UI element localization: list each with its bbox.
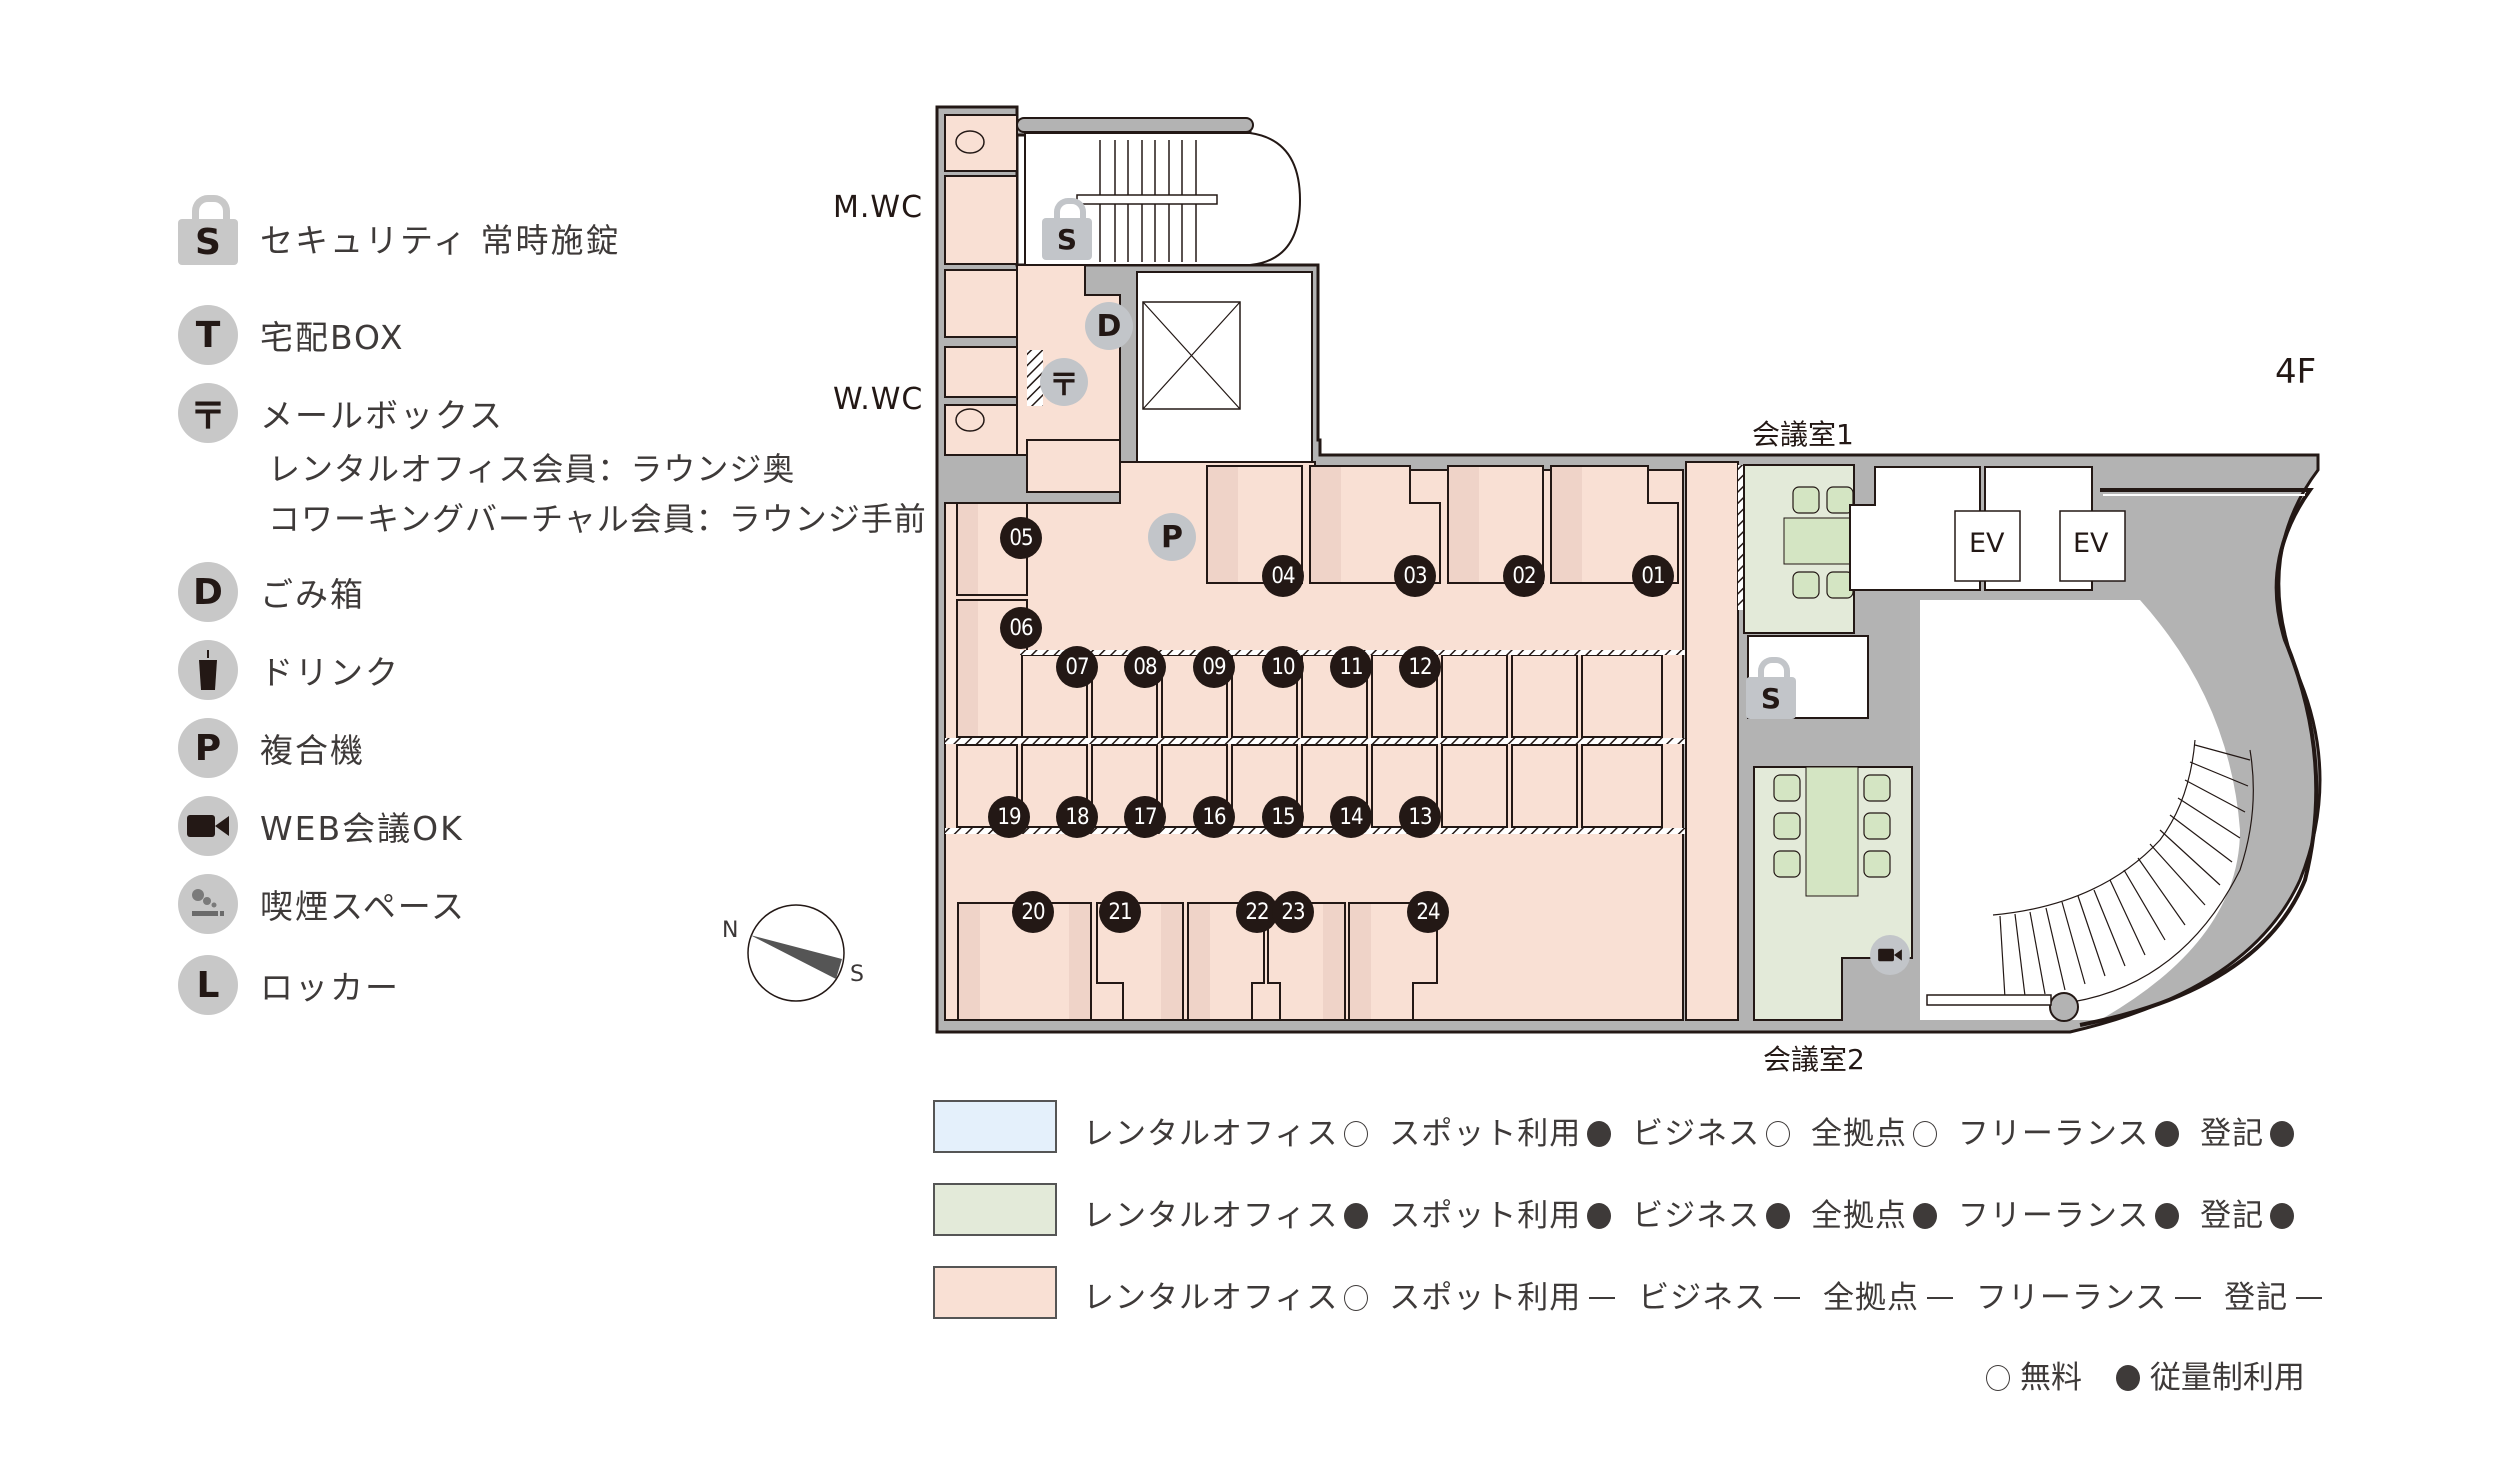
paid-circle-icon bbox=[2270, 1203, 2295, 1229]
booth-03[interactable]: 03 bbox=[1394, 555, 1436, 597]
lock-s-icon: S bbox=[1746, 677, 1796, 719]
mailbox-icon: 〒 bbox=[1040, 358, 1088, 406]
legend-item-mailbox: 〒 メールボックス bbox=[178, 383, 504, 443]
free-circle-icon bbox=[1986, 1365, 2010, 1391]
booth-02[interactable]: 02 bbox=[1503, 555, 1545, 597]
free-circle-icon bbox=[1344, 1121, 1369, 1147]
trash-icon: D bbox=[178, 562, 238, 622]
paid-circle-icon bbox=[2155, 1203, 2180, 1229]
booth-14[interactable]: 14 bbox=[1330, 796, 1372, 838]
legend-item-trash: D ごみ箱 bbox=[178, 562, 365, 622]
booth-06[interactable]: 06 bbox=[1000, 607, 1042, 649]
mailbox-icon: 〒 bbox=[178, 383, 238, 443]
legend-label: セキュリティ 常時施錠 bbox=[260, 221, 621, 260]
free-circle-icon bbox=[1344, 1285, 1369, 1311]
booth-08[interactable]: 08 bbox=[1124, 646, 1166, 688]
legend-label: 複合機 bbox=[260, 731, 365, 770]
locker-icon: L bbox=[178, 955, 238, 1015]
mailbox-note-coworking: コワーキングバーチャル会員：ラウンジ手前 bbox=[268, 500, 927, 538]
booth-07[interactable]: 07 bbox=[1056, 646, 1098, 688]
compass-south: S bbox=[850, 962, 864, 987]
legend-item-smoking: 喫煙スペース bbox=[178, 874, 466, 934]
booth-12[interactable]: 12 bbox=[1399, 646, 1441, 688]
womens-wc-label: W.WC bbox=[833, 382, 924, 417]
dash-icon bbox=[2175, 1297, 2202, 1299]
paid-circle-icon bbox=[2270, 1121, 2295, 1147]
dash-icon bbox=[1589, 1297, 1616, 1299]
floor-label: 4F bbox=[2275, 352, 2317, 392]
dash-icon bbox=[2296, 1297, 2323, 1299]
legend-item-security: S セキュリティ 常時施錠 bbox=[178, 195, 621, 265]
booth-09[interactable]: 09 bbox=[1193, 646, 1235, 688]
meeting-room-1-label: 会議室1 bbox=[1752, 418, 1854, 451]
booth-19[interactable]: 19 bbox=[988, 796, 1030, 838]
usage-row-2: レンタルオフィス スポット利用 ビジネス 全拠点 フリーランス 登記 bbox=[1083, 1190, 2304, 1235]
booth-10[interactable]: 10 bbox=[1262, 646, 1304, 688]
booth-13[interactable]: 13 bbox=[1399, 796, 1441, 838]
free-circle-icon bbox=[1912, 1121, 1937, 1147]
legend-label: 宅配BOX bbox=[260, 318, 405, 357]
dash-icon bbox=[1774, 1297, 1801, 1299]
paid-circle-icon bbox=[1912, 1203, 1937, 1229]
free-circle-icon bbox=[1766, 1121, 1791, 1147]
booth-23[interactable]: 23 bbox=[1272, 891, 1314, 933]
lock-s-icon: S bbox=[178, 195, 238, 265]
printer-icon: P bbox=[178, 718, 238, 778]
booth-18[interactable]: 18 bbox=[1056, 796, 1098, 838]
elevator-label: EV bbox=[2073, 528, 2109, 559]
legend-label: 喫煙スペース bbox=[260, 887, 467, 926]
paid-circle-icon bbox=[1587, 1121, 1612, 1147]
usage-key: 無料 従量制利用 bbox=[1980, 1352, 2305, 1397]
swatch-blue bbox=[933, 1100, 1057, 1153]
legend-item-drink: ドリンク bbox=[178, 640, 400, 700]
legend-item-printer: P 複合機 bbox=[178, 718, 365, 778]
smoking-icon bbox=[178, 874, 238, 934]
usage-row-3: レンタルオフィス スポット利用 ビジネス 全拠点 フリーランス 登記 bbox=[1083, 1272, 2334, 1317]
mailbox-note-rental: レンタルオフィス会員：ラウンジ奥 bbox=[268, 450, 796, 488]
legend-label: ドリンク bbox=[260, 653, 400, 692]
usage-row-1: レンタルオフィス スポット利用 ビジネス 全拠点 フリーランス 登記 bbox=[1083, 1108, 2304, 1153]
paid-circle-icon bbox=[2115, 1365, 2140, 1391]
trash-icon: D bbox=[1085, 302, 1133, 350]
legend-item-locker: L ロッカー bbox=[178, 955, 400, 1015]
video-camera-icon bbox=[178, 796, 238, 856]
booth-15[interactable]: 15 bbox=[1262, 796, 1304, 838]
booth-22[interactable]: 22 bbox=[1236, 891, 1278, 933]
legend-label: ごみ箱 bbox=[260, 575, 365, 614]
booth-20[interactable]: 20 bbox=[1012, 891, 1054, 933]
swatch-green bbox=[933, 1183, 1057, 1236]
dash-icon bbox=[1926, 1297, 1953, 1299]
delivery-box-icon: T bbox=[178, 305, 238, 365]
legend-label: メールボックス bbox=[260, 396, 505, 435]
paid-circle-icon bbox=[1587, 1203, 1612, 1229]
booth-04[interactable]: 04 bbox=[1262, 555, 1304, 597]
lock-s-icon: S bbox=[1042, 218, 1092, 260]
booth-21[interactable]: 21 bbox=[1099, 891, 1141, 933]
legend-item-web-meeting: WEB会議OK bbox=[178, 796, 464, 856]
booth-24[interactable]: 24 bbox=[1407, 891, 1449, 933]
meeting-room-2-label: 会議室2 bbox=[1763, 1043, 1865, 1076]
printer-icon: P bbox=[1148, 513, 1196, 561]
paid-circle-icon bbox=[1766, 1203, 1791, 1229]
swatch-peach bbox=[933, 1266, 1057, 1319]
compass-icon bbox=[747, 904, 845, 1002]
legend-label: ロッカー bbox=[260, 968, 400, 1007]
booth-16[interactable]: 16 bbox=[1193, 796, 1235, 838]
paid-circle-icon bbox=[2155, 1121, 2180, 1147]
booth-05[interactable]: 05 bbox=[1000, 517, 1042, 559]
legend-item-delivery-box: T 宅配BOX bbox=[178, 305, 405, 365]
video-camera-icon bbox=[1870, 935, 1910, 975]
elevator-label: EV bbox=[1969, 528, 2005, 559]
drink-icon bbox=[178, 640, 238, 700]
paid-circle-icon bbox=[1344, 1203, 1369, 1229]
mens-wc-label: M.WC bbox=[833, 190, 924, 225]
legend-label: WEB会議OK bbox=[260, 809, 464, 848]
booth-11[interactable]: 11 bbox=[1330, 646, 1372, 688]
booth-01[interactable]: 01 bbox=[1632, 555, 1674, 597]
security-lock-marker: S bbox=[1042, 198, 1092, 260]
security-lock-marker: S bbox=[1746, 657, 1796, 719]
booth-17[interactable]: 17 bbox=[1124, 796, 1166, 838]
compass-north: N bbox=[722, 918, 739, 943]
